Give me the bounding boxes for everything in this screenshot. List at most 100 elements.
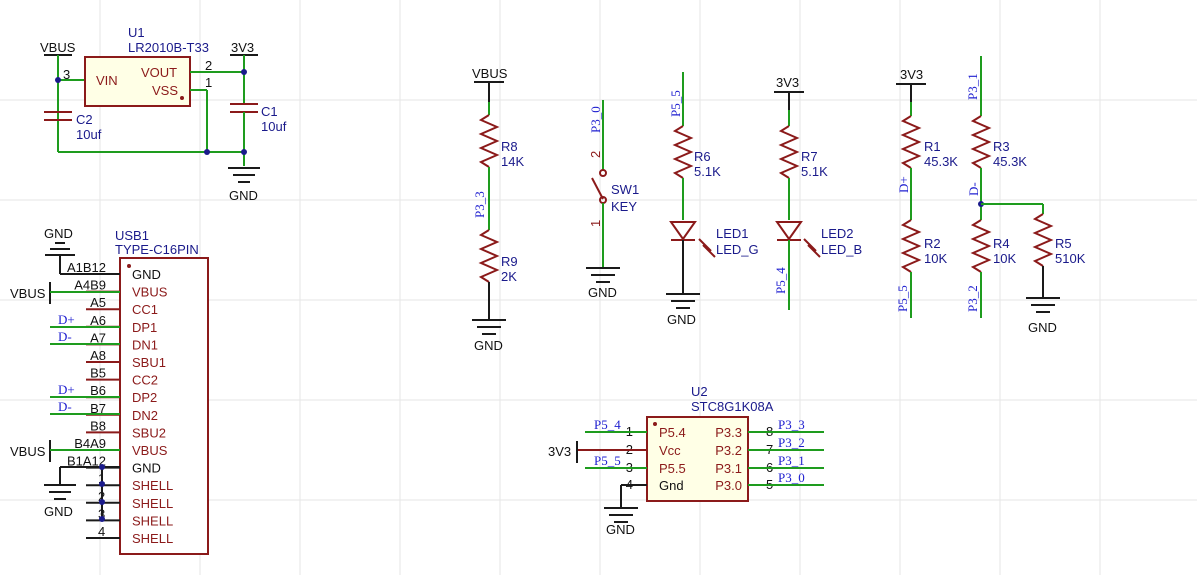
u1-gnd-label: GND xyxy=(229,188,258,203)
c1-ref: C1 xyxy=(261,104,278,119)
r6-body[interactable] xyxy=(672,125,694,179)
usb1-pin-number: B8 xyxy=(90,418,106,433)
r5-gnd-label: GND xyxy=(1028,320,1057,335)
usb-connector-block: USB1 TYPE-C16PIN GNDA1B12VBUSA4B9CC1A5DP… xyxy=(10,226,209,555)
u1-pin2-num: 2 xyxy=(205,58,212,73)
usb1-pin-name: VBUS xyxy=(132,285,168,300)
sw1-gnd-label: GND xyxy=(588,285,617,300)
r3-body[interactable] xyxy=(970,115,992,169)
mcu-block: U2 STC8G1K08A P5.41P5_4Vcc2P5.53P5_5Gnd4… xyxy=(548,384,824,537)
u2-body[interactable] xyxy=(646,416,749,502)
sw1-net-label: P3_0 xyxy=(588,106,603,133)
u1-pin1-num: 1 xyxy=(205,75,212,90)
r9-ref: R9 xyxy=(501,254,518,269)
usb1-body[interactable] xyxy=(119,257,209,555)
r9-body[interactable] xyxy=(478,229,500,283)
led2-block: 3V3 R7 5.1K LED2 LED_B P5_4 xyxy=(773,75,862,310)
u2-3v3-label: 3V3 xyxy=(548,444,571,459)
u2-gnd-symbol xyxy=(604,507,638,523)
regulator-block: VBUS U1 LR2010B-T33 VIN VOUT VSS 3 2 1 3… xyxy=(40,25,287,203)
usb-net-dn2: D- xyxy=(58,399,72,414)
u1-pin-vss: VSS xyxy=(152,83,178,98)
r3-r4-r5-block: P3_1 R3 45.3K D- R4 10K P3_2 R5 510K GND xyxy=(965,56,1086,335)
sw1-pin-a: 2 xyxy=(588,151,603,158)
r2-net-top: D+ xyxy=(896,176,911,193)
led1-ref: LED1 xyxy=(716,226,749,241)
u2-pin-name-left: Vcc xyxy=(659,443,681,458)
usb1-pin-name: VBUS xyxy=(132,443,168,458)
u2-pin-name-right: P3.2 xyxy=(715,443,742,458)
u2-pin-name-right: P3.3 xyxy=(715,425,742,440)
u1-pin-vin: VIN xyxy=(96,73,118,88)
r4-ref: R4 xyxy=(993,236,1010,251)
u1-ref: U1 xyxy=(128,25,145,40)
u1-pin3-num: 3 xyxy=(63,67,70,82)
usb1-pin-number: B7 xyxy=(90,401,106,416)
u2-net-label-right: P3_3 xyxy=(778,417,805,432)
usb-bottom-gnd-label: GND xyxy=(44,504,73,519)
usb-net-dp1: D+ xyxy=(58,312,75,327)
r5-gnd-symbol xyxy=(1026,297,1060,313)
led1-gnd-label: GND xyxy=(667,312,696,327)
usb-net-dp2: D+ xyxy=(58,382,75,397)
r3-ref: R3 xyxy=(993,139,1010,154)
led1-value: LED_G xyxy=(716,242,759,257)
sw1-lever[interactable] xyxy=(591,177,604,200)
r5-body[interactable] xyxy=(1032,213,1054,267)
r1-body[interactable] xyxy=(900,115,922,169)
u2-pin-name-right: P3.1 xyxy=(715,461,742,476)
u1-gnd-symbol xyxy=(228,167,260,183)
r4-net-mid: D- xyxy=(966,182,981,196)
led2-value: LED_B xyxy=(821,242,862,257)
usb1-pin-number: B6 xyxy=(90,383,106,398)
r7-value: 5.1K xyxy=(801,164,828,179)
usb1-pin-name: SBU2 xyxy=(132,425,166,440)
r9-value: 2K xyxy=(501,269,517,284)
r2-body[interactable] xyxy=(900,219,922,273)
u2-value: STC8G1K08A xyxy=(691,399,774,414)
usb-top-gnd-symbol xyxy=(45,242,75,274)
r8-body[interactable] xyxy=(478,114,500,168)
r4-body[interactable] xyxy=(970,219,992,273)
sw1-ref: SW1 xyxy=(611,182,639,197)
usb1-pin-name: SHELL xyxy=(132,478,173,493)
usb1-pin-name: DN1 xyxy=(132,337,158,352)
u1-body[interactable] xyxy=(84,56,191,107)
u2-pin-name-right: P3.0 xyxy=(715,478,742,493)
r8-value: 14K xyxy=(501,154,524,169)
led1-body[interactable] xyxy=(669,221,697,241)
r3-net-top: P3_1 xyxy=(965,73,980,100)
usb1-pin-number: A1B12 xyxy=(67,260,106,275)
u2-pin-name-left: Gnd xyxy=(659,478,684,493)
usb1-pin-number: 4 xyxy=(98,524,105,539)
r7-body[interactable] xyxy=(778,125,800,179)
u1-3v3-port-label: 3V3 xyxy=(231,40,254,55)
usb-net-dn1: D- xyxy=(58,329,72,344)
divider-vbus-label: VBUS xyxy=(472,66,508,81)
u1-vbus-port-label: VBUS xyxy=(40,40,76,55)
u2-net-label-left: P5_5 xyxy=(594,453,621,468)
switch-block: P3_0 2 1 SW1 KEY GND xyxy=(586,100,639,300)
r2-ref: R2 xyxy=(924,236,941,251)
led2-body[interactable] xyxy=(775,221,803,241)
led1-gnd-symbol xyxy=(666,293,700,309)
usb1-pin-name: SHELL xyxy=(132,513,173,528)
r4-net-bottom: P3_2 xyxy=(965,285,980,312)
r6-value: 5.1K xyxy=(694,164,721,179)
r2-value: 10K xyxy=(924,251,947,266)
r1-value: 45.3K xyxy=(924,154,958,169)
r6-ref: R6 xyxy=(694,149,711,164)
u1-pin-vout: VOUT xyxy=(141,65,177,80)
led2-ref: LED2 xyxy=(821,226,854,241)
u2-pin-name-left: P5.5 xyxy=(659,461,686,476)
usb1-pin-name: SHELL xyxy=(132,496,173,511)
usb1-pin-number: A6 xyxy=(90,313,106,328)
usb1-pin-number: B5 xyxy=(90,366,106,381)
usb1-pin-name: SBU1 xyxy=(132,355,166,370)
usb-vbus2-label: VBUS xyxy=(10,444,46,459)
usb-bottom-gnd-symbol xyxy=(44,484,76,500)
u1-value: LR2010B-T33 xyxy=(128,40,209,55)
usb1-pin-name: DP2 xyxy=(132,390,157,405)
usb1-ref: USB1 xyxy=(115,228,149,243)
